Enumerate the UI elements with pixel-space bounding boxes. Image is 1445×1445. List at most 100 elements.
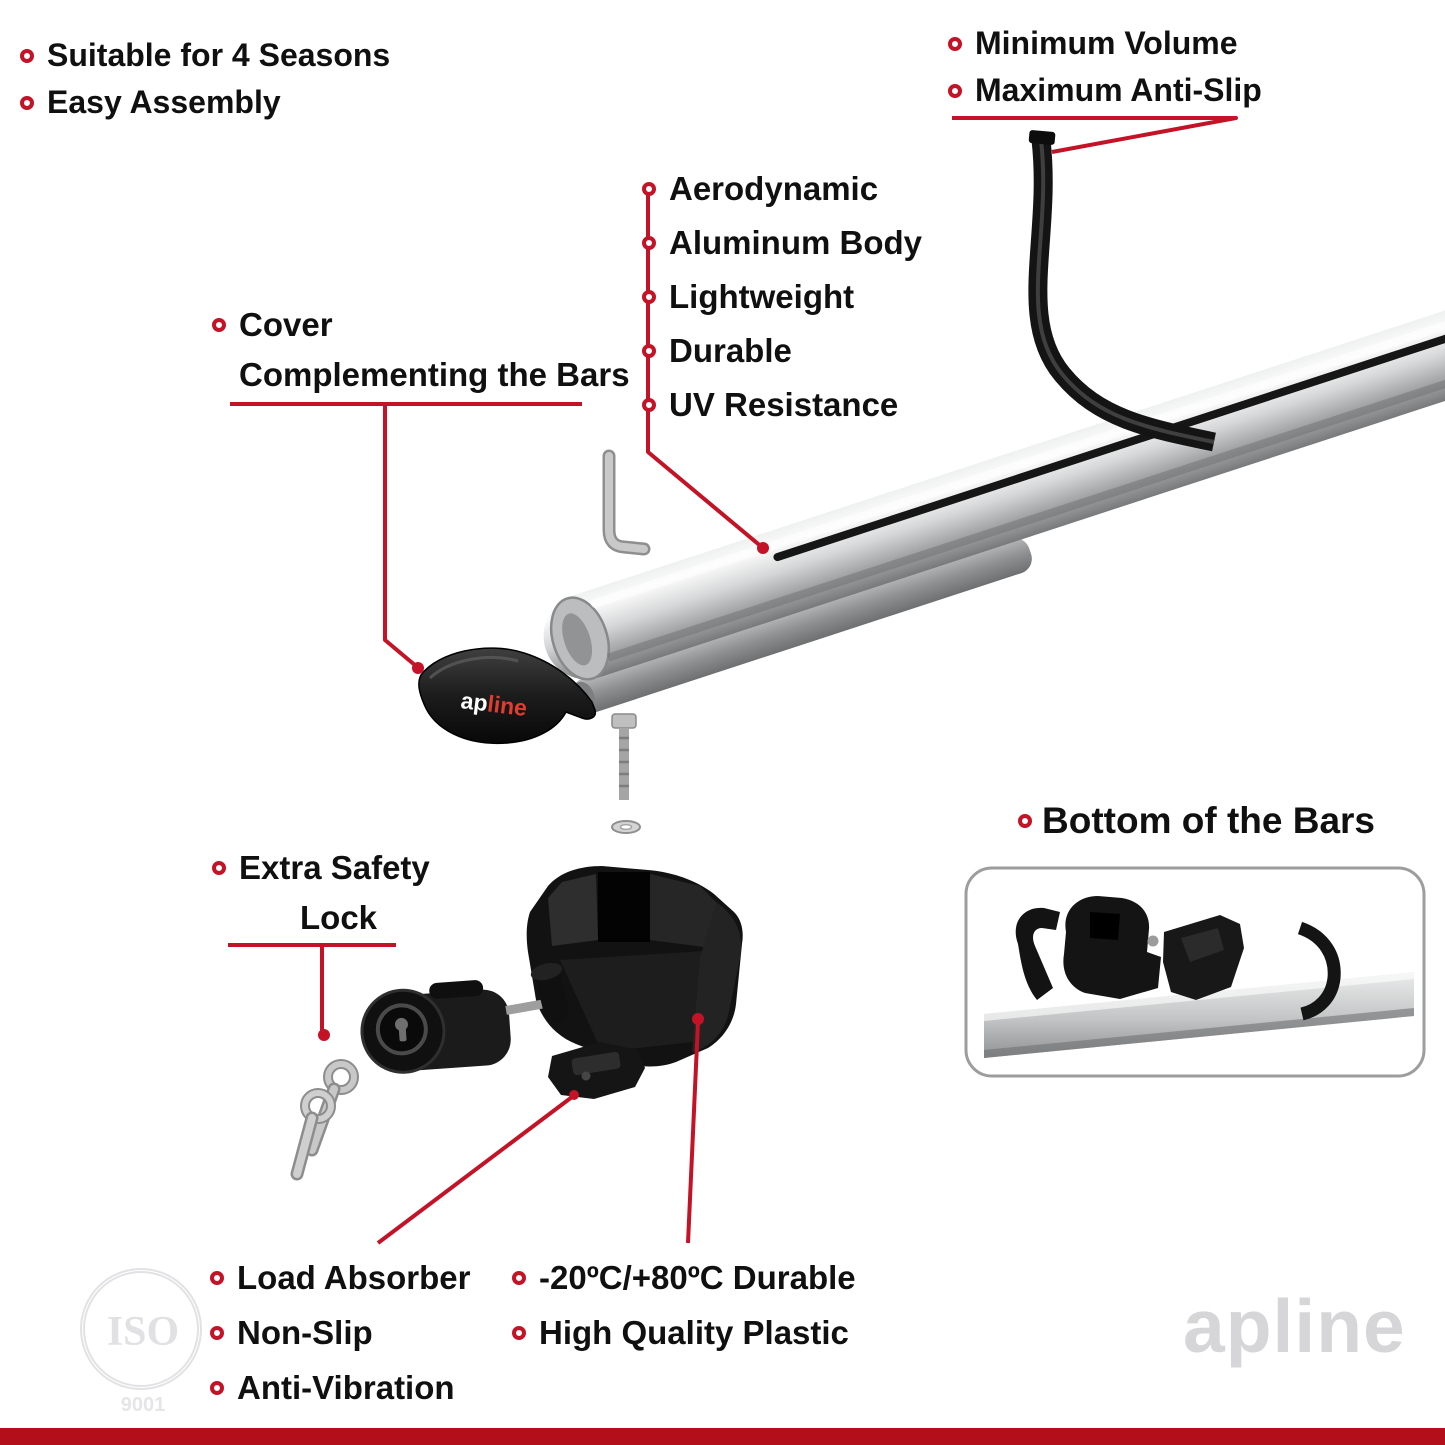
bullet-icon — [642, 344, 656, 358]
leader-load-absorber — [376, 1095, 574, 1245]
feature-label: Aluminum Body — [669, 224, 922, 261]
bullet-icon — [512, 1270, 526, 1285]
leader-cover — [383, 404, 418, 668]
feature-item: Minimum Volume — [948, 20, 1262, 67]
leader-lines — [228, 116, 1238, 1245]
cover-logo: apline — [459, 687, 528, 721]
callout-top-left: Suitable for 4 Seasons Easy Assembly — [20, 32, 390, 126]
feature-item: Lock — [212, 893, 430, 943]
feature-label: UV Resistance — [669, 386, 899, 423]
feature-item: Lightweight — [642, 270, 922, 324]
feature-item: Durable — [642, 324, 922, 378]
bullet-icon — [210, 1270, 224, 1285]
leader-durable — [686, 1021, 700, 1244]
callout-bottom-left: Load Absorber Non-Slip Anti-Vibration — [210, 1250, 470, 1415]
inset-gasket-right — [1297, 921, 1341, 1021]
bar-top-groove — [773, 226, 1445, 562]
cover-part: apline — [418, 647, 597, 745]
bullet-icon — [642, 398, 656, 412]
feature-item: Aerodynamic — [642, 162, 922, 216]
foot-left-wall — [548, 874, 598, 946]
bar-body — [543, 216, 1445, 680]
feature-label: Cover — [239, 306, 333, 343]
inset-title-label: Bottom of the Bars — [1042, 800, 1375, 841]
iso-number: 9001 — [120, 1394, 166, 1416]
feature-label: -20ºC/+80ºC Durable — [539, 1258, 856, 1296]
bullet-icon — [210, 1325, 224, 1340]
bar-highlight — [590, 216, 1445, 608]
feature-label: Aerodynamic — [669, 170, 879, 207]
callout-bar-features: Aerodynamic Aluminum Body Lightweight Du… — [642, 162, 922, 432]
feature-label: Non-Slip — [237, 1313, 373, 1351]
bullet-icon — [212, 861, 226, 875]
feature-item: Maximum Anti-Slip — [948, 67, 1262, 114]
feature-item: Load Absorber — [210, 1250, 470, 1305]
feature-item: Anti-Vibration — [210, 1360, 470, 1415]
feature-item: UV Resistance — [642, 378, 922, 432]
feature-label: Load Absorber — [237, 1258, 471, 1296]
bullet-icon — [210, 1380, 224, 1395]
inset-bracket — [1163, 915, 1244, 1000]
feature-label: Suitable for 4 Seasons — [47, 37, 391, 73]
foot-slot — [598, 872, 650, 942]
leader-features — [646, 189, 765, 550]
iso-stamp: ISO 9001 — [68, 1256, 218, 1424]
leader-top-right — [952, 116, 1238, 154]
rubber-strip — [1028, 130, 1216, 452]
foot-right-wall — [650, 874, 716, 948]
bullet-icon — [948, 36, 962, 51]
feature-item: High Quality Plastic — [512, 1305, 856, 1360]
bullet-icon — [642, 182, 656, 196]
safety-lock — [360, 980, 511, 1074]
bottom-red-strip — [0, 1428, 1445, 1445]
bar-end-slot — [562, 613, 593, 666]
feature-label: Extra Safety — [239, 849, 430, 886]
inset-clamp-pin — [1147, 935, 1159, 947]
bullet-icon — [20, 48, 34, 63]
feature-label: Anti-Vibration — [237, 1368, 455, 1406]
feature-item: Non-Slip — [210, 1305, 470, 1360]
callout-top-right: Minimum Volume Maximum Anti-Slip — [948, 20, 1262, 114]
feature-item: Aluminum Body — [642, 216, 922, 270]
feature-item: Suitable for 4 Seasons — [20, 32, 390, 79]
crossbar-bar — [543, 216, 1445, 714]
cover-highlight — [428, 655, 519, 680]
feature-label: Lock — [300, 899, 378, 936]
keys — [290, 1059, 359, 1181]
bullet-icon — [212, 318, 226, 332]
feature-item: -20ºC/+80ºC Durable — [512, 1250, 856, 1305]
feature-label: Lightweight — [669, 278, 855, 315]
callout-bottom-mid: -20ºC/+80ºC Durable High Quality Plastic — [512, 1250, 856, 1360]
inset-title: Bottom of the Bars — [1018, 800, 1375, 842]
bar-lower-channel — [572, 538, 1032, 714]
bullet-icon — [512, 1325, 526, 1340]
feature-item: Extra Safety — [212, 843, 430, 893]
inset-bottom-of-bars — [964, 866, 1426, 1078]
inset-bar — [984, 972, 1414, 1058]
strip-end-cap — [1028, 130, 1056, 145]
washer — [611, 820, 641, 834]
iso-label: ISO — [106, 1309, 180, 1355]
leader-dots — [318, 542, 769, 1100]
bullet-icon — [1018, 814, 1032, 828]
feature-label: High Quality Plastic — [539, 1313, 849, 1351]
callout-safety-lock: Extra Safety Lock — [212, 843, 430, 943]
bullet-icon — [642, 236, 656, 250]
inset-clamp — [1063, 896, 1161, 999]
feature-label: Easy Assembly — [47, 84, 281, 120]
feature-label: Maximum Anti-Slip — [975, 72, 1262, 108]
brand-watermark: apline — [1183, 1284, 1406, 1368]
bullet-icon — [642, 290, 656, 304]
lock-tbolt — [505, 962, 569, 1022]
inset-gasket-left — [1015, 907, 1060, 1000]
feature-label: Durable — [669, 332, 792, 369]
bolt — [611, 713, 637, 800]
allen-key — [602, 449, 651, 556]
load-absorber-part — [548, 1042, 645, 1099]
iso-ring — [80, 1268, 202, 1390]
callout-cover: Cover Complementing the Bars — [212, 300, 630, 400]
feature-item: Cover — [212, 300, 630, 350]
feature-label: Minimum Volume — [975, 25, 1238, 61]
